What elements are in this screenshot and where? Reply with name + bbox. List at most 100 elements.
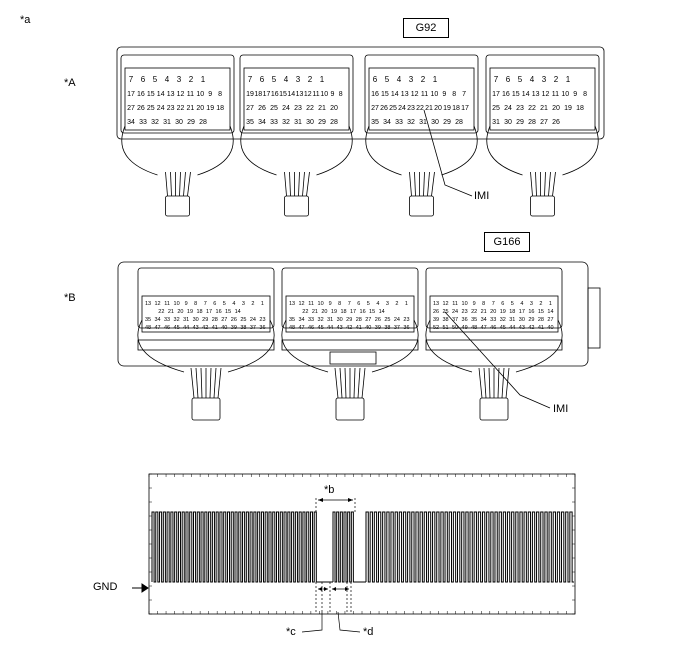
connector-a-pin-label: 12 [411,91,419,98]
connector-a-pin-label: 15 [512,91,520,98]
connector-b-pin-label: 23 [403,317,409,323]
connector-a-pin-label: 34 [383,119,391,126]
connector-b-pin-label: 45 [174,325,180,331]
connector-a-wire [544,171,546,197]
connector-a-pin-label: 28 [528,119,536,126]
connector-b-wire [339,367,343,399]
connector-a-wire [548,171,551,197]
connector-a-pin-label: 22 [528,105,536,112]
connector-b-pin-label: 19 [187,309,193,315]
connector-a-pin-label: 2 [189,75,194,84]
connector-a-pin-label: 22 [306,105,314,112]
connector-a-pin-label: 10 [561,91,569,98]
connector-a-pin-label: 5 [518,75,523,84]
connector-b-pin-label: 35 [289,317,295,323]
waveform-burst-3 [365,511,574,583]
connector-a-pin-label: 7 [494,75,499,84]
connector-a-pin-label: 10 [431,91,439,98]
connector-a-pin-label: 24 [282,105,290,112]
connector-b-pin-label: 8 [194,301,197,307]
annotation-c: *c [286,626,296,638]
connector-a-cable-sheath [530,195,555,217]
connector-a-cable-sheath [409,195,434,217]
connector-a-wire [298,171,300,197]
connector-a-pin-label: 13 [296,91,304,98]
connector-a-pin-label: 11 [421,91,428,98]
connector-a-pin-label: 9 [442,91,446,98]
connector-b-pin-label: 28 [538,317,544,323]
connector-a-pin-label: 10 [196,91,204,98]
connector-b-pin-label: 8 [338,301,341,307]
connector-a-wire [552,171,556,197]
connector-a-pin-label: 15 [381,91,389,98]
connector-a-pin-label: 25 [389,105,397,112]
connector-b-pin-label: 37 [394,325,400,331]
connector-a-pin-label: 21 [318,105,326,112]
connector-b-wire [483,367,487,399]
connector-a-pin-label: 12 [542,91,550,98]
connector-b-pin-label: 32 [318,317,324,323]
connector-b-pin-label: 34 [481,317,487,323]
connector-b-pin-label: 30 [519,317,525,323]
connector-b-id: G166 [484,232,530,252]
connector-a-cable-loop [486,125,599,176]
connector-b-pin-label: 10 [462,301,468,307]
connector-a-pin-label: 35 [371,119,379,126]
connector-b-pin-label: 37 [452,317,458,323]
connector-b-pin-label: 3 [530,301,533,307]
connector-b-pin-label: 2 [539,301,542,307]
connector-a-pin-label: 14 [391,91,399,98]
connector-b-pin-label: 39 [433,317,439,323]
connector-b-wire [344,367,347,399]
connector-b-pin-label: 14 [379,309,385,315]
connector-b-pin-label: 22 [158,309,164,315]
connector-a-pin-label: 32 [151,119,159,126]
figure-label: *a [20,14,31,26]
connector-a-pin-label: 18 [216,105,224,112]
connector-b-pin-label: 38 [240,325,246,331]
connector-a-pin-label: 13 [532,91,540,98]
connector-a-pin-label: 16 [371,91,379,98]
connector-b-section [425,267,563,329]
connector-b-pin-label: 44 [509,325,515,331]
connector-a-wire [414,171,416,197]
connector-a-pin-label: 19 [443,105,451,112]
connector-b-pin-label: 22 [302,309,308,315]
connector-a-wire [284,171,287,197]
connector-a-pin-label: 31 [492,119,500,126]
connector-b-pin-label: 11 [452,301,458,307]
connector-a-housing [116,46,605,140]
connector-b-pin-label: 29 [346,317,352,323]
connector-a-pin-label: 8 [452,91,456,98]
connector-b-wire [190,367,195,399]
connector-b-wire [478,367,483,399]
connector-b-pin-label: 20 [490,309,496,315]
connector-a-pin-label: 23 [407,105,415,112]
connector-a-pin-label: 15 [147,91,155,98]
connector-b-wire [488,367,491,399]
connector-a-pin-field [124,67,231,131]
connector-b-pin-label: 23 [259,317,265,323]
connector-a-wire [427,171,430,197]
connector-b-pin-label: 3 [242,301,245,307]
connector-a-id: G92 [403,18,449,38]
connector-b-pin-label: 43 [519,325,525,331]
connector-b-pin-label: 38 [384,325,390,331]
connector-b-pin-label: 50 [452,325,458,331]
connector-a-pin-label: 30 [306,119,314,126]
connector-b-cable-sheath [479,397,509,421]
connector-a-pin-label: 3 [542,75,547,84]
connector-a-section [485,54,600,134]
connector-b-pin-label: 3 [386,301,389,307]
connector-b-cable-loop [137,319,275,373]
connector-a-wire [409,171,412,197]
connector-b-pin-label: 40 [365,325,371,331]
connector-b-section [281,267,419,329]
connector-a-pin-label: 22 [416,105,424,112]
dim-cd-arrowheads [318,587,349,591]
connector-b-pin-field [285,295,415,333]
connector-b-wire [357,367,361,399]
connector-b-pin-label: 7 [348,301,351,307]
